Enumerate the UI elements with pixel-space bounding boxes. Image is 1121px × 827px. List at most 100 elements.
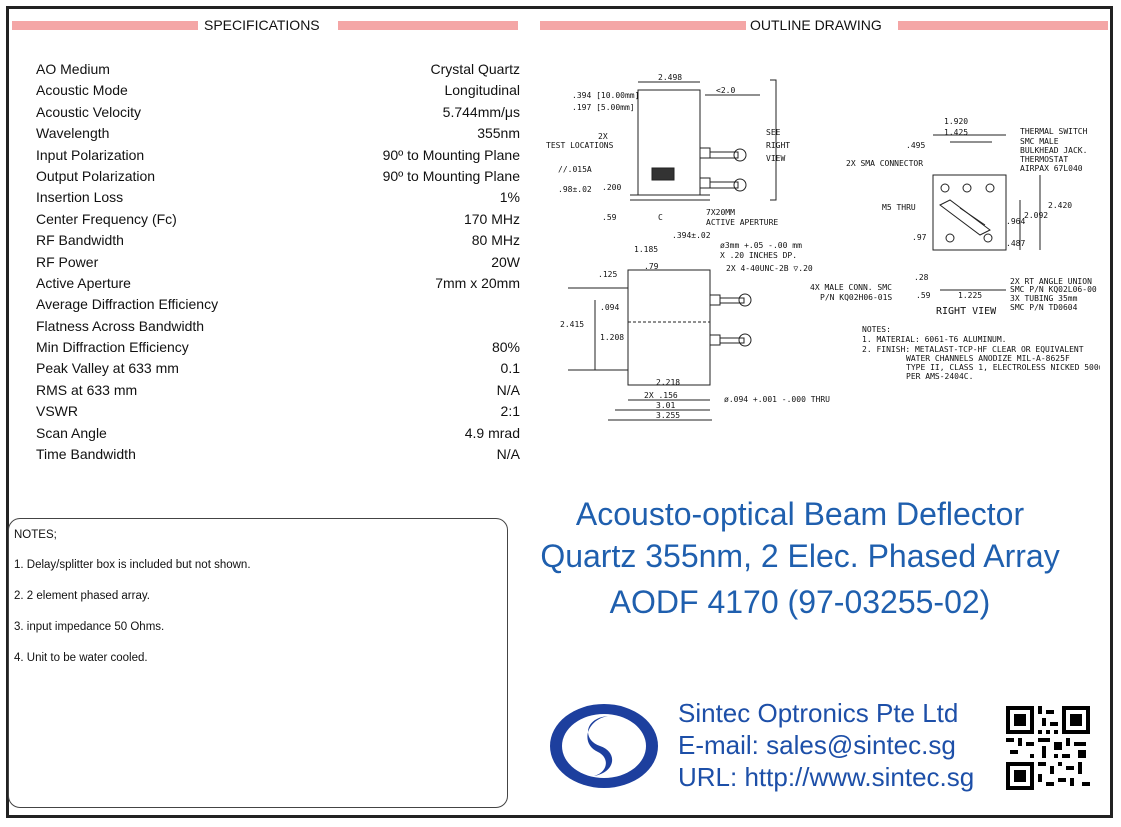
spec-label: Output Polarization bbox=[36, 168, 156, 184]
spec-label: Scan Angle bbox=[36, 425, 107, 441]
dim-label: 7X20MM bbox=[706, 208, 735, 217]
spec-label: Flatness Across Bandwidth bbox=[36, 318, 205, 334]
spec-value: 90º to Mounting Plane bbox=[382, 147, 520, 163]
dim-label: SMC P/N TD0604 bbox=[1010, 303, 1078, 312]
note-item: 3. input impedance 50 Ohms. bbox=[14, 621, 165, 633]
spec-row: Input Polarization 90º to Mounting Plane bbox=[36, 147, 520, 168]
company-email[interactable]: E-mail: sales@sintec.sg bbox=[678, 730, 956, 760]
dim-label: 1.920 bbox=[944, 117, 968, 126]
dim-label: .59 bbox=[602, 213, 617, 222]
dim-label: .197 [5.00mm] bbox=[572, 103, 635, 112]
outline-header-bar-left bbox=[540, 21, 746, 30]
dim-label: 1.225 bbox=[958, 291, 982, 300]
specifications-heading: SPECIFICATIONS bbox=[200, 17, 324, 33]
drawing-note: NOTES: bbox=[862, 325, 891, 334]
dim-label: BULKHEAD JACK. bbox=[1020, 146, 1087, 155]
dim-label: //.015A bbox=[558, 165, 592, 174]
spec-row: Wavelength 355nm bbox=[36, 125, 520, 146]
spec-label: Active Aperture bbox=[36, 275, 131, 291]
dim-label: .094 bbox=[600, 303, 619, 312]
dim-label: 2X SMA CONNECTOR bbox=[846, 159, 923, 168]
spec-label: Min Diffraction Efficiency bbox=[36, 339, 189, 355]
dim-label: .394 [10.00mm] bbox=[572, 91, 639, 100]
dim-label: 2.092 bbox=[1024, 211, 1048, 220]
spec-label: AO Medium bbox=[36, 61, 110, 77]
product-title-line2: Quartz 355nm, 2 Elec. Phased Array bbox=[540, 538, 1060, 574]
dim-label: .964 bbox=[1006, 217, 1025, 226]
company-url[interactable]: URL: http://www.sintec.sg bbox=[678, 762, 975, 792]
spec-value: Crystal Quartz bbox=[430, 61, 520, 77]
dim-label: RIGHT VIEW bbox=[936, 306, 997, 317]
outline-header-bar-right bbox=[898, 21, 1108, 30]
spec-label: Time Bandwidth bbox=[36, 446, 136, 462]
spec-value: 20W bbox=[491, 254, 520, 270]
spec-header-bar-right bbox=[338, 21, 518, 30]
dim-label: ø.094 +.001 -.000 THRU bbox=[724, 395, 830, 404]
spec-label: Insertion Loss bbox=[36, 189, 124, 205]
dim-label: X .20 INCHES DP. bbox=[720, 251, 797, 260]
dim-label: 2.218 bbox=[656, 378, 680, 387]
drawing-note: WATER CHANNELS ANODIZE MIL-A-8625F bbox=[906, 354, 1070, 363]
spec-row: Flatness Across Bandwidth bbox=[36, 318, 520, 339]
spec-row: Center Frequency (Fc)170 MHz bbox=[36, 211, 520, 232]
dim-label: SEE bbox=[766, 128, 781, 137]
spec-row: Output Polarization 90º to Mounting Plane bbox=[36, 168, 520, 189]
dim-label: 2X bbox=[598, 132, 608, 141]
spec-value: 4.9 mrad bbox=[464, 425, 520, 441]
spec-value: 80% bbox=[491, 339, 520, 355]
dim-label: SMC MALE bbox=[1020, 137, 1059, 146]
dim-label: THERMAL SWITCH bbox=[1020, 127, 1088, 136]
dim-label: 1.208 bbox=[600, 333, 624, 342]
dim-label: .487 bbox=[1006, 239, 1025, 248]
dim-label: .125 bbox=[598, 270, 617, 279]
drawing-note: TYPE II, CLASS 1, ELECTROLESS NICKED 500… bbox=[906, 363, 1100, 372]
drawing-note: PER AMS-2404C. bbox=[906, 372, 973, 381]
spec-value: 7mm x 20mm bbox=[435, 275, 520, 291]
dim-label: RIGHT bbox=[766, 141, 790, 150]
product-title-line3: AODF 4170 (97-03255-02) bbox=[609, 584, 991, 620]
dim-label: 2X 4-40UNC-2B ▽.20 bbox=[726, 264, 813, 273]
dim-label: 2.498 bbox=[658, 73, 682, 82]
spec-value: 90º to Mounting Plane bbox=[382, 168, 520, 184]
dim-label: .495 bbox=[906, 141, 925, 150]
company-name: Sintec Optronics Pte Ltd bbox=[678, 698, 959, 728]
spec-value: 355nm bbox=[477, 125, 520, 141]
drawing-note: 1. MATERIAL: 6061-T6 ALUMINUM. bbox=[862, 335, 1007, 344]
right-view-body bbox=[932, 174, 1007, 251]
spec-label: Input Polarization bbox=[36, 147, 145, 163]
dim-label: <2.0 bbox=[716, 86, 735, 95]
dim-label: .28 bbox=[914, 273, 929, 282]
dim-label: AIRPAX 67L040 bbox=[1020, 164, 1083, 173]
dim-label: 1.425 bbox=[944, 128, 968, 137]
notes-box: NOTES; 1. Delay/splitter box is included… bbox=[8, 518, 508, 808]
spec-label: Acoustic Mode bbox=[36, 82, 128, 98]
dim-label: 2X .156 bbox=[644, 391, 678, 400]
dim-label: .98±.02 bbox=[558, 185, 592, 194]
spec-value: 0.1 bbox=[500, 360, 520, 376]
outline-drawing: 2.498 <2.0 .394 [10.00mm] .197 [5.00mm] … bbox=[546, 73, 1100, 421]
page-frame bbox=[6, 6, 1113, 818]
spec-value: Longitudinal bbox=[444, 82, 520, 98]
spec-label: Wavelength bbox=[36, 125, 110, 141]
outline-drawing-heading: OUTLINE DRAWING bbox=[746, 17, 886, 33]
dim-label: 2.420 bbox=[1048, 201, 1072, 210]
spec-value: 80 MHz bbox=[471, 232, 520, 248]
dim-label: M5 THRU bbox=[882, 203, 916, 212]
notes-title: NOTES; bbox=[14, 529, 57, 541]
dim-label: .79 bbox=[644, 262, 659, 271]
spec-row: Acoustic Mode Longitudinal bbox=[36, 82, 520, 103]
spec-header-bar-left bbox=[12, 21, 198, 30]
spec-row: Min Diffraction Efficiency 80% bbox=[36, 339, 520, 360]
spec-row: Average Diffraction Efficiency bbox=[36, 296, 520, 317]
spec-label: Center Frequency (Fc) bbox=[36, 211, 177, 227]
dim-label: ø3mm +.05 -.00 mm bbox=[720, 241, 802, 250]
front-view-body bbox=[627, 269, 711, 386]
spec-row: Scan Angle 4.9 mrad bbox=[36, 425, 520, 446]
dim-label: TEST LOCATIONS bbox=[546, 141, 614, 150]
qr-code-icon bbox=[1006, 706, 1090, 790]
